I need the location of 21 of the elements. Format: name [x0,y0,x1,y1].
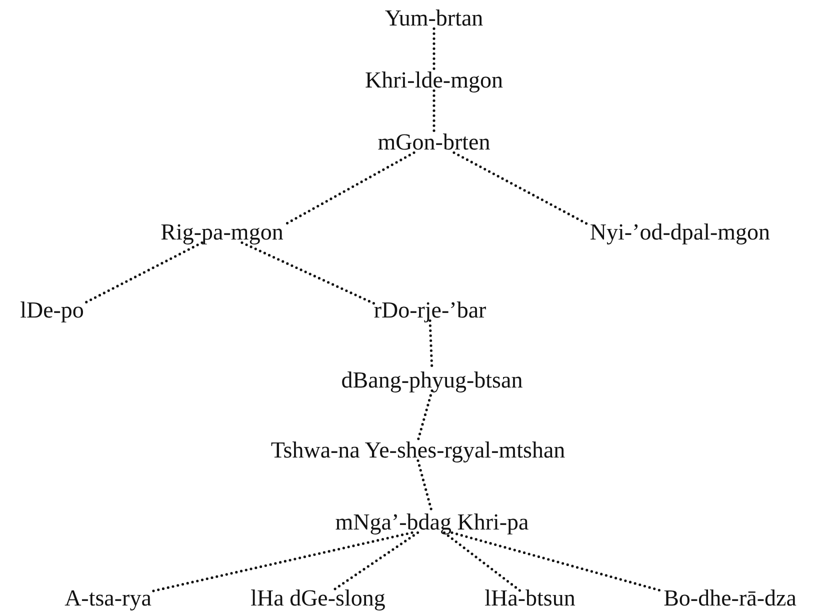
person-name: lHa-btsun [484,585,576,611]
person-name: A-tsa-rya [64,585,152,611]
person-name: Khri-lde-mgon [365,67,503,93]
person-name: Nyi-’od-dpal-mgon [590,219,770,245]
person-name: lHa dGe-slong [250,585,386,611]
person-name: dBang-phyug-btsan [341,367,523,393]
dotted-line [82,241,204,305]
person-name: mGon-brten [378,129,490,155]
dotted-line [240,241,376,305]
person-name: Tshwa-na Ye-shes-rgyal-mtshan [270,437,566,463]
dotted-line [416,389,434,442]
person-name: lDe-po [20,297,84,323]
dotted-line [150,531,414,593]
person-name: mNga’-bdag Khri-pa [335,509,529,535]
person-name: Bo-dhe-rā-dza [664,585,796,611]
person-name: Yum-brtan [384,5,484,31]
person-name: rDo-rje-’bar [374,297,486,323]
dotted-line [432,27,436,72]
person-name: Rig-pa-mgon [160,219,284,245]
dotted-line [442,531,522,593]
dotted-line [432,89,436,134]
